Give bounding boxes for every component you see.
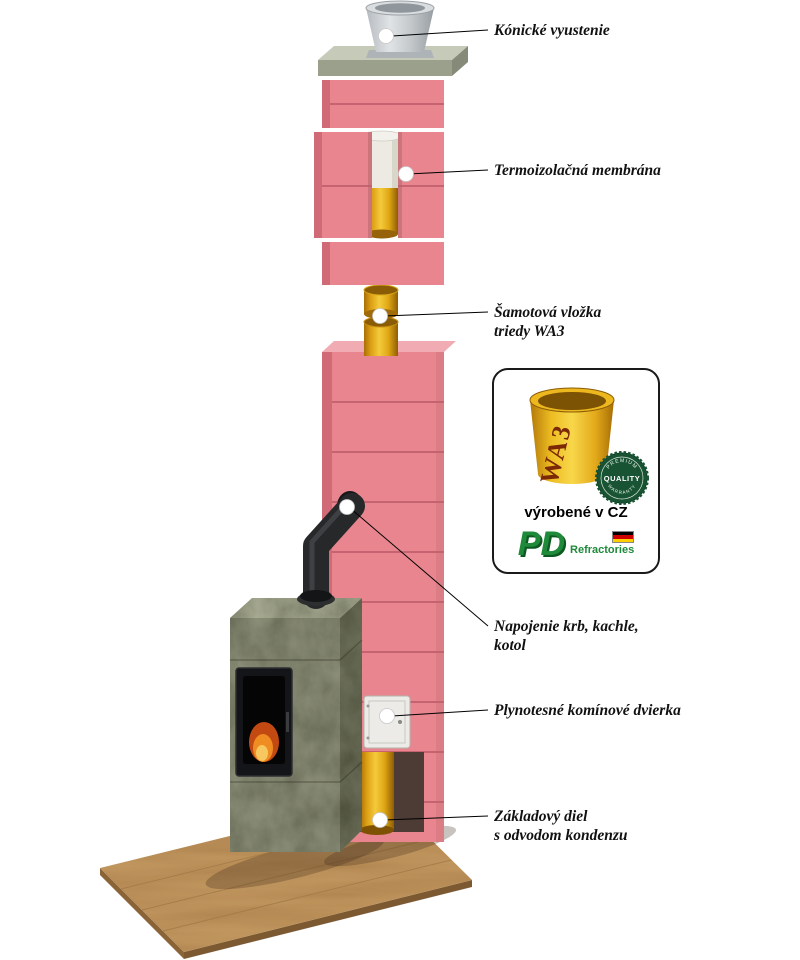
product-info-box: WA3 PREMIUM QUALITY WARRANTY výrobené v … [492,368,660,574]
callout-markers [339,28,414,828]
column-right-shade [436,352,444,842]
leader-lines [349,29,489,821]
fire-window [235,667,293,777]
door-handle-icon [398,720,402,724]
door-hinge-icon [366,736,370,740]
leader-line-conical-outlet [391,29,489,37]
leader-line-connection [349,507,489,627]
marker-connection [339,499,355,515]
callout-text: kotol [494,637,526,654]
brand-logo: PD Refractories [494,526,658,562]
marker-door [379,708,395,724]
stove-joint-lines [230,659,340,783]
door-hinge-icon [366,704,370,708]
product-graphic: WA3 PREMIUM QUALITY WARRANTY [529,387,649,505]
pipe-highlight [309,499,351,595]
base-module-cavity [352,752,424,835]
marker-conical-outlet [378,28,394,44]
callout-text: Kónické vyustenie [494,22,610,39]
marker-membrane [398,166,414,182]
leader-line-liner [383,311,489,317]
stove-top-face [230,598,362,618]
callout-text: Šamotová vložka [494,304,602,321]
leader-line-base [383,815,489,821]
made-in-text: výrobené v CZ [524,504,628,521]
pipe-collar-top [300,590,332,602]
callout-connection: Napojenie krb, kachle, kotol [494,617,639,655]
upper-split-row [314,130,444,239]
callout-text: triedy WA3 [494,323,565,340]
callout-text: Termoizolačná membrána [494,162,661,179]
upper-block-row-1 [322,80,444,128]
upper-chimney-assembly [314,0,468,285]
germany-flag-icon [612,531,635,543]
leader-line-door [391,709,489,717]
callout-door: Plynotesné komínové dvierka [494,701,681,720]
stove-side-face [340,598,362,852]
base-left-edge [100,868,184,959]
callout-liner: Šamotová vložka triedy WA3 [494,303,601,341]
quality-seal-icon: PREMIUM QUALITY WARRANTY [595,451,649,505]
conical-outlet [365,0,435,58]
callout-text: s odvodom kondenzu [494,827,628,844]
callout-conical-outlet: Kónické vyustenie [494,21,610,40]
upper-block-row-3 [322,242,444,285]
seal-main-text: QUALITY [604,474,640,483]
callout-text: Napojenie krb, kachle, [494,618,639,635]
flame-icon [249,722,279,762]
marker-base [372,812,388,828]
stove [230,598,363,852]
brand-subtitle: Refractories [570,544,635,556]
callout-membrane: Termoizolačná membrána [494,161,661,180]
callout-text: Plynotesné komínové dvierka [494,702,681,719]
base-front-edge [184,880,472,959]
stove-side-joints [339,639,363,783]
leader-line-membrane [407,169,489,175]
brand-pd-logo: PD [517,525,566,563]
marker-liner [372,308,388,324]
callout-text: Základový diel [494,808,588,825]
wa3-liner-cylinder: WA3 [529,387,615,487]
callout-base: Základový diel s odvodom kondenzu [494,807,628,845]
door-handle-icon [286,712,289,732]
